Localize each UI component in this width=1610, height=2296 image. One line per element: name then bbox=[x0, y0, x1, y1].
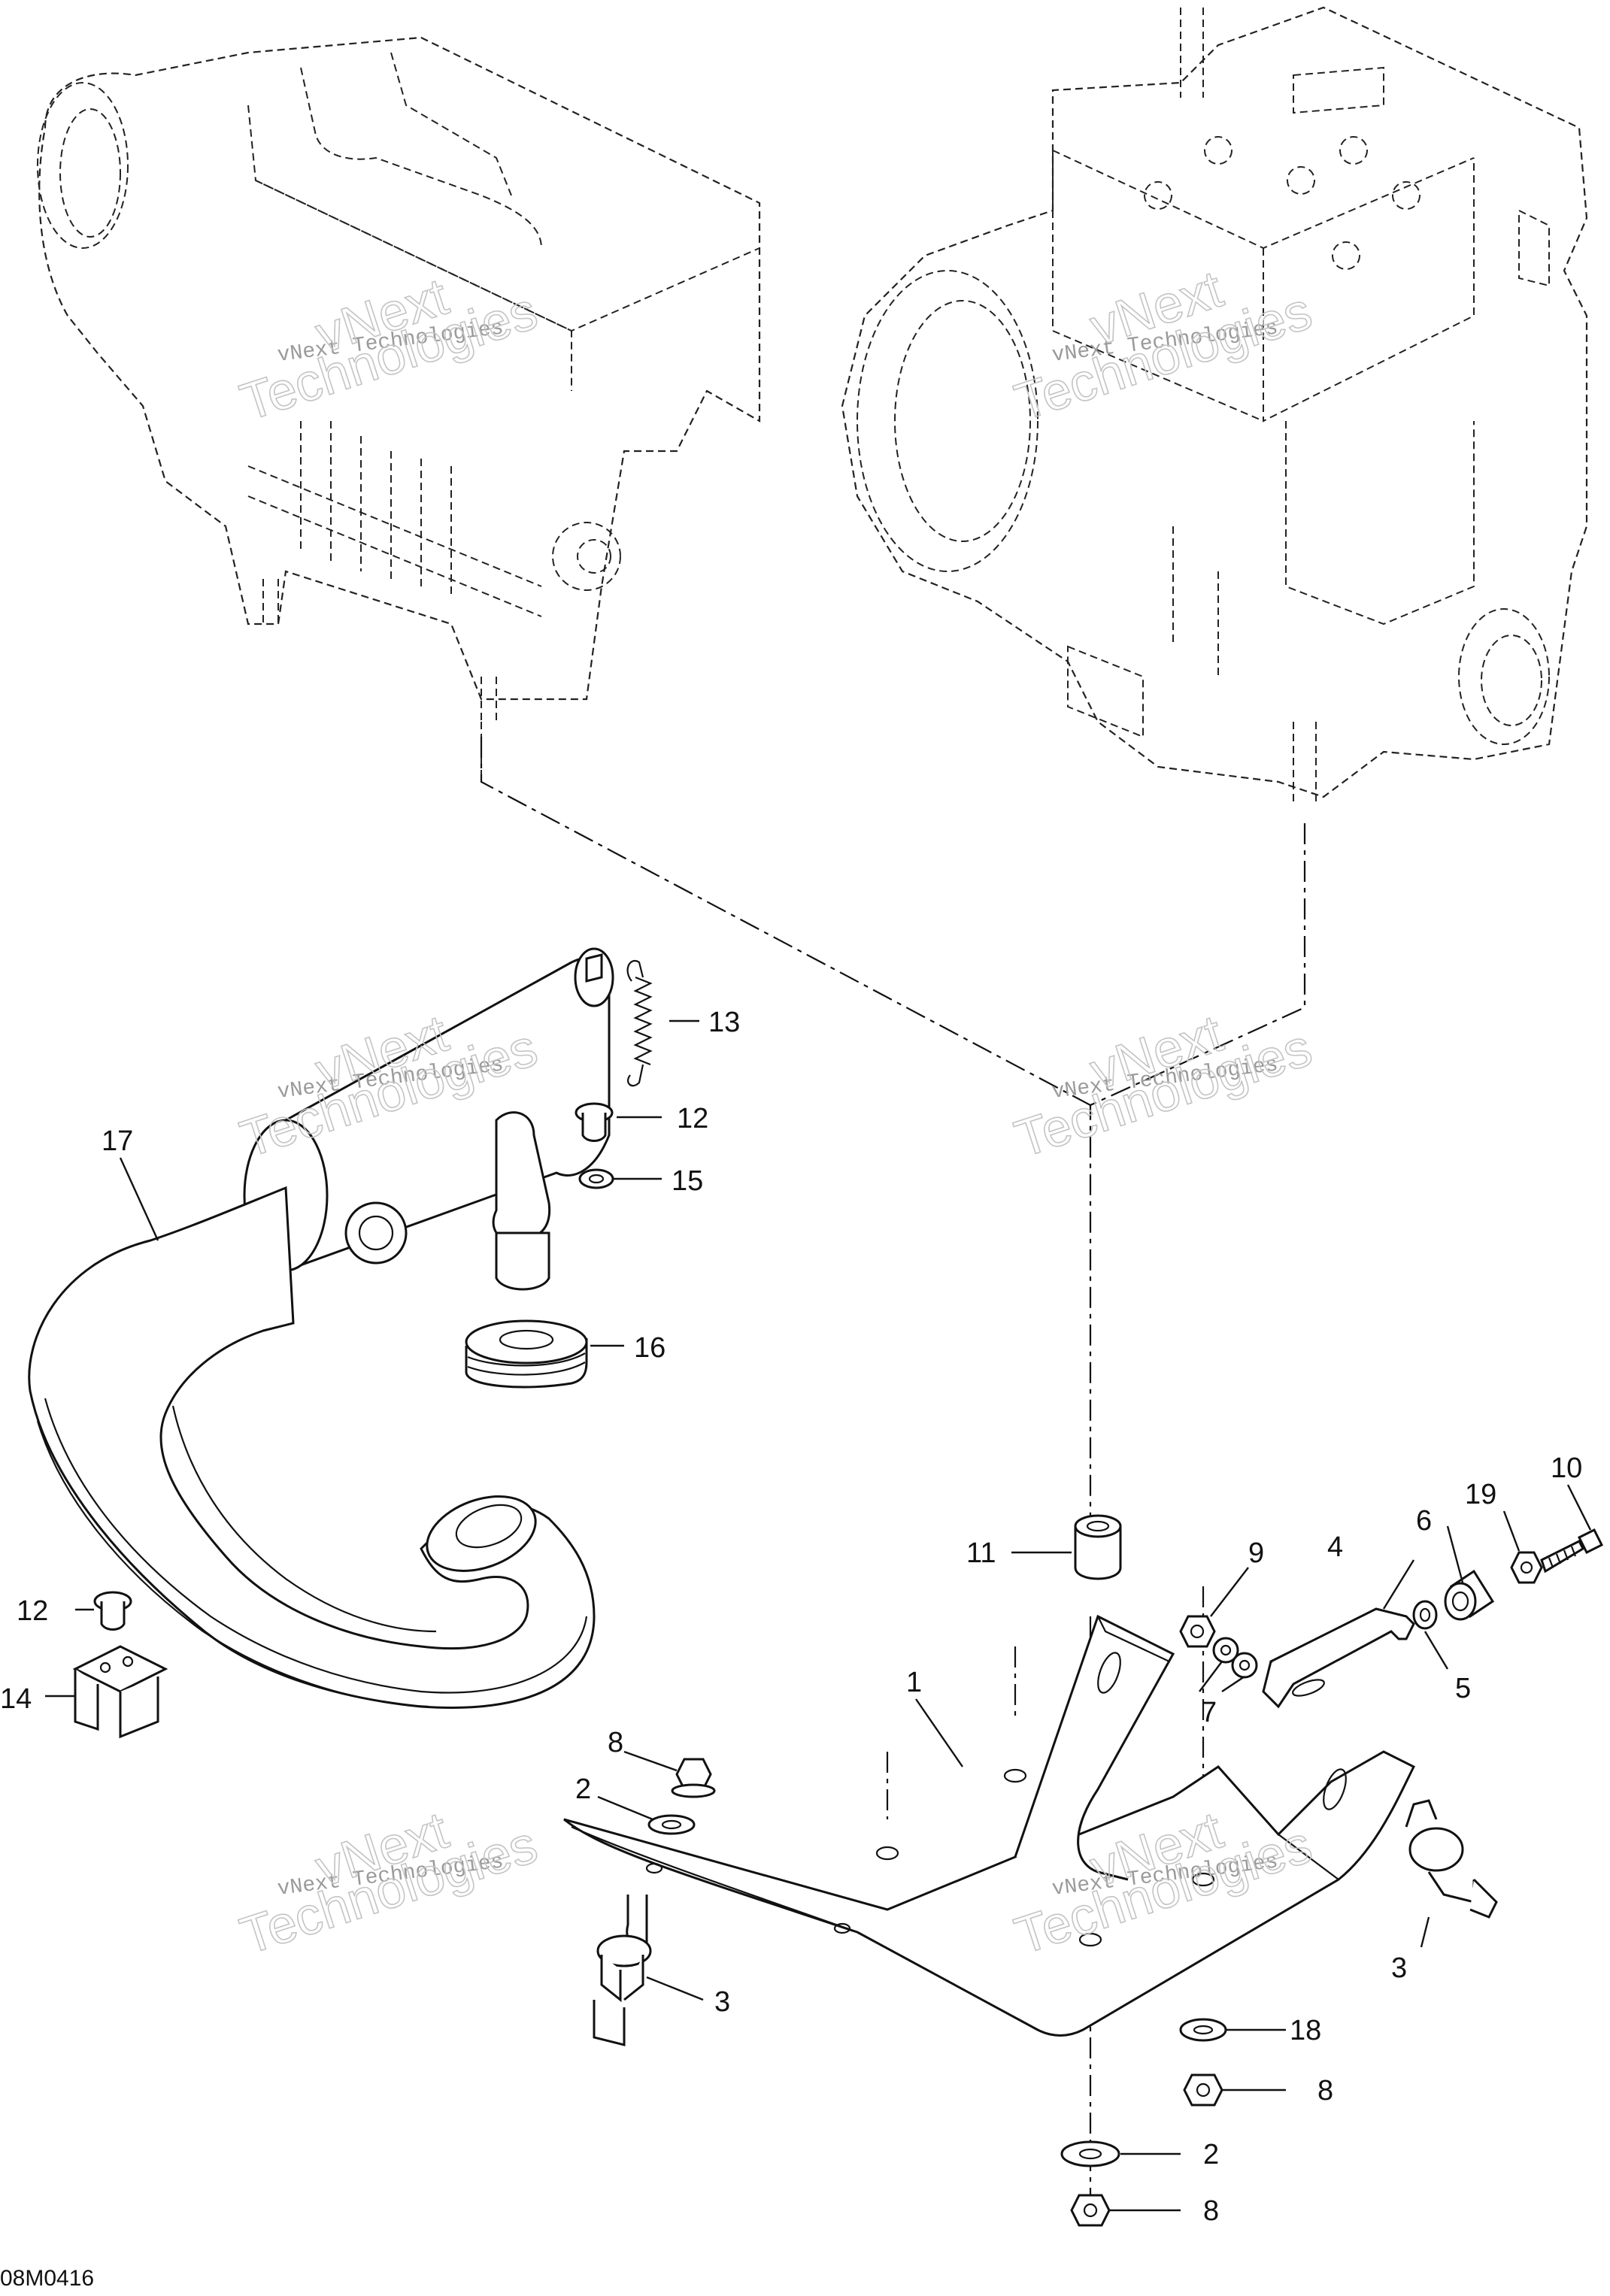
bushing-6 bbox=[1444, 1569, 1495, 1621]
rivet-lower bbox=[93, 1591, 132, 1631]
leader-lines bbox=[45, 1019, 1592, 2212]
callout-12-upper: 12 bbox=[677, 1103, 708, 1134]
bolt-10 bbox=[1540, 1528, 1604, 1574]
callout-8-upper: 8 bbox=[608, 1727, 623, 1758]
callout-14: 14 bbox=[0, 1683, 32, 1715]
rubber-mount-3-right bbox=[1405, 1799, 1498, 1919]
watermark-5: vNext Technologies vNext Technologies bbox=[233, 1800, 544, 1966]
nut-9 bbox=[1179, 1615, 1216, 1648]
washer-15 bbox=[578, 1168, 614, 1189]
callout-3-left: 3 bbox=[714, 1986, 730, 2018]
nut-19 bbox=[1510, 1551, 1543, 1584]
callout-7: 7 bbox=[1201, 1697, 1217, 1728]
callout-19: 19 bbox=[1465, 1479, 1496, 1510]
callout-8-right: 8 bbox=[1317, 2075, 1333, 2107]
callout-12-lower: 12 bbox=[17, 1595, 48, 1627]
grommet bbox=[465, 1319, 588, 1389]
callout-3-right: 3 bbox=[1391, 1952, 1407, 1984]
callout-4: 4 bbox=[1327, 1531, 1343, 1563]
spacer-11 bbox=[1074, 1514, 1122, 1580]
callout-16: 16 bbox=[634, 1332, 666, 1364]
callout-numbers: 13 12 15 16 17 12 14 11 1 8 2 3 4 9 9 7 … bbox=[0, 1007, 1582, 2227]
nut-8-right bbox=[1183, 2073, 1223, 2107]
engine-left-phantom bbox=[37, 36, 761, 782]
washer-18 bbox=[1179, 2018, 1227, 2042]
callout-9-label: 9 bbox=[1248, 1537, 1264, 1569]
muffler bbox=[243, 947, 614, 1291]
watermark-4: vNext Technologies vNext Technologies bbox=[1008, 1003, 1319, 1169]
callout-ten: 10 bbox=[1551, 1452, 1582, 1484]
callout-2-lower: 2 bbox=[1203, 2139, 1219, 2170]
washer-2-lower bbox=[1060, 2140, 1120, 2167]
rubber-mount-3-left bbox=[593, 1895, 652, 2046]
callout-5: 5 bbox=[1455, 1673, 1471, 1704]
nut-8-lower bbox=[1070, 2194, 1111, 2227]
flange-nut-8-upper bbox=[671, 1758, 716, 1798]
callout-11: 11 bbox=[966, 1537, 996, 1569]
callout-1: 1 bbox=[906, 1667, 922, 1698]
callout-18: 18 bbox=[1290, 2015, 1321, 2046]
spacer-5 bbox=[1412, 1600, 1438, 1630]
callout-2-upper: 2 bbox=[575, 1773, 591, 1805]
support-plate bbox=[563, 1614, 1416, 2037]
figure-code: 08M0416 bbox=[0, 2266, 94, 2291]
callout-13: 13 bbox=[708, 1007, 740, 1038]
callout-15: 15 bbox=[672, 1165, 703, 1197]
bracket-4 bbox=[1262, 1607, 1415, 1709]
bracket-14 bbox=[72, 1645, 168, 1739]
lock-washers-7 bbox=[1212, 1637, 1258, 1679]
rivet-upper bbox=[575, 1102, 614, 1142]
spring bbox=[626, 960, 653, 1087]
tuned-pipe bbox=[28, 1186, 596, 1709]
washer-2-upper bbox=[647, 1814, 696, 1835]
callout-8-lower: 8 bbox=[1203, 2195, 1219, 2227]
callout-6: 6 bbox=[1416, 1505, 1432, 1537]
engine-right-phantom bbox=[841, 6, 1588, 804]
callout-17: 17 bbox=[102, 1125, 133, 1157]
